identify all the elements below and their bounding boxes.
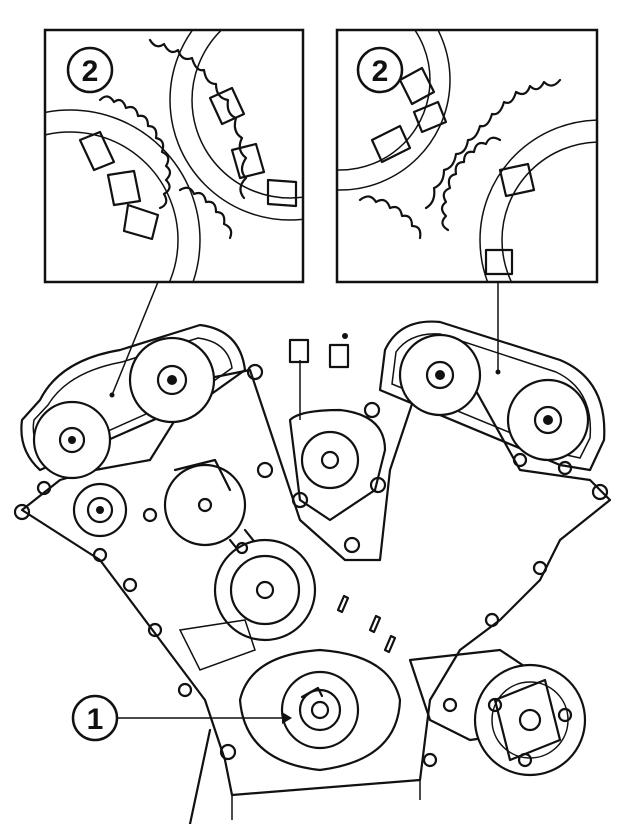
inset-left-callout-circle <box>66 46 114 94</box>
left-cam-sprocket-rear <box>128 336 216 424</box>
mounting-bolts <box>13 363 609 768</box>
left-idler-pulley <box>72 482 128 538</box>
inset-left-leader <box>111 281 159 396</box>
inset-left: 2 <box>43 28 305 284</box>
crank-callout-label: 1 <box>87 703 104 736</box>
left-cam-sprocket-front <box>32 400 112 480</box>
inset-right-sprocket-lower <box>479 119 596 281</box>
inset-right: 2 <box>335 28 599 284</box>
inset-right-callout-label: 2 <box>372 55 389 88</box>
inset-right-callout-circle <box>356 46 404 94</box>
crank-callout: 1 <box>71 694 292 742</box>
inset-right-sprocket-upper <box>338 31 451 191</box>
engine-front-cover <box>20 368 612 824</box>
right-timing-belt <box>378 320 606 472</box>
right-cam-sprocket-front <box>398 333 482 417</box>
timing-marks <box>336 594 397 654</box>
inset-left-callout-label: 2 <box>82 55 99 88</box>
inset-left-sprocket-upper <box>169 31 302 221</box>
crank-callout-circle <box>71 694 119 742</box>
water-pump-pulley <box>288 333 387 522</box>
center-idler-pulley <box>178 538 317 671</box>
inset-right-gear-teeth <box>424 78 562 210</box>
inset-left-sprocket-lower <box>46 109 201 281</box>
crankshaft-pulley <box>238 648 402 772</box>
right-cam-sprocket-rear <box>506 378 590 462</box>
right-lower-pulley <box>408 648 587 777</box>
inset-left-gear-teeth <box>148 38 248 200</box>
